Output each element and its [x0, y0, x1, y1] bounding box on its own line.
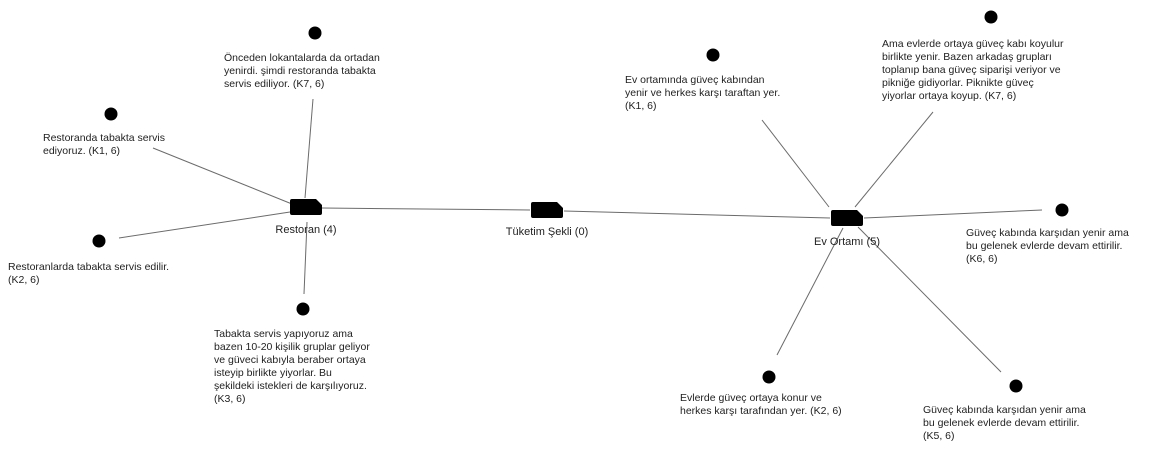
category-label-ev[interactable]: Ev Ortamı (5) [813, 236, 880, 248]
code-label-e2[interactable]: Ama evlerde ortaya güveç kabı koyulur bi… [882, 38, 1064, 102]
code-icon[interactable] [308, 22, 322, 44]
code-label-e1[interactable]: Ev ortamında güveç kabından yenir ve her… [625, 74, 781, 112]
edge-ev-e3 [863, 209, 1043, 219]
code-label-e4[interactable]: Evlerde güveç ortaya konur ve herkes kar… [680, 392, 842, 417]
code-label-r2[interactable]: Restoranda tabakta servis ediyoruz. (K1,… [43, 132, 165, 157]
edge-restoran-tuketim [321, 207, 531, 211]
category-label-restoran[interactable]: Restoran (4) [275, 224, 337, 236]
code-label-r3[interactable]: Restoranlarda tabakta servis edilir. (K2… [8, 261, 170, 286]
code-icon[interactable] [706, 44, 720, 66]
tag-icon[interactable] [831, 210, 863, 226]
edge-restoran-r2 [152, 147, 293, 205]
code-label-r4[interactable]: Tabakta servis yapıyoruz ama bazen 10-20… [214, 328, 370, 405]
code-icon[interactable] [1055, 199, 1069, 221]
code-label-e3[interactable]: Güveç kabında karşıdan yenir ama bu gele… [966, 227, 1129, 265]
edge-tuketim-ev [563, 210, 831, 219]
edge-restoran-r4 [303, 221, 308, 295]
edge-restoran-r1 [304, 98, 314, 199]
edge-ev-e2 [854, 111, 934, 208]
code-icon[interactable] [296, 298, 310, 320]
code-icon[interactable] [1009, 375, 1023, 397]
code-label-e5[interactable]: Güveç kabında karşıdan yenir ama bu gele… [923, 404, 1086, 442]
edge-ev-e5 [857, 226, 1002, 373]
code-icon[interactable] [104, 103, 118, 125]
category-label-tuketim[interactable]: Tüketim Şekli (0) [505, 226, 589, 238]
edge-ev-e4 [776, 227, 844, 356]
code-icon[interactable] [984, 6, 998, 28]
tag-icon[interactable] [290, 199, 322, 215]
code-label-r1[interactable]: Önceden lokantalarda da ortadan yenirdi.… [224, 52, 380, 90]
tag-icon[interactable] [531, 202, 563, 218]
edge-restoran-r3 [118, 211, 291, 239]
code-icon[interactable] [92, 230, 106, 252]
edge-ev-e1 [761, 119, 830, 208]
code-icon[interactable] [762, 366, 776, 388]
